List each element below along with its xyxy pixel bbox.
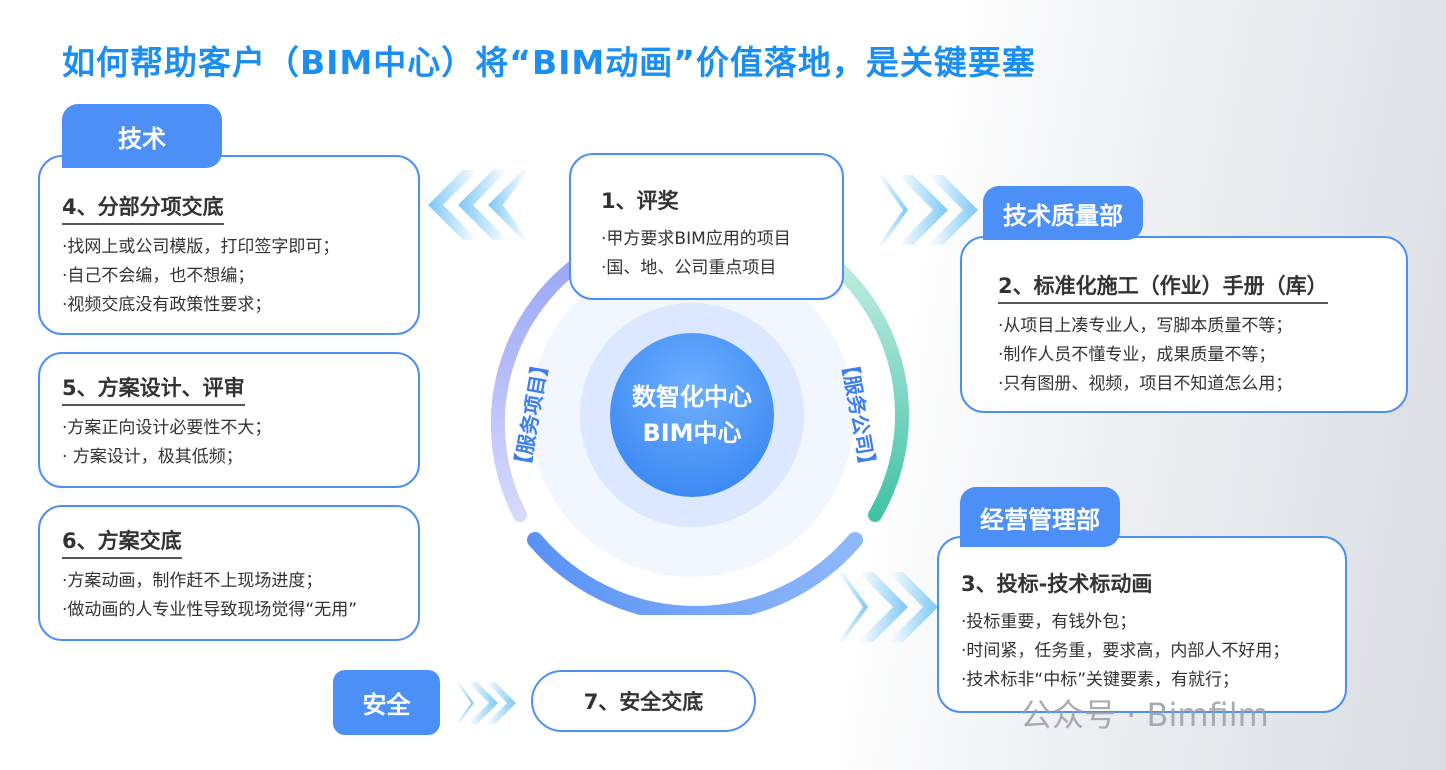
list-item: ·只有图册、视频，项目不知道怎么用；	[998, 374, 1293, 394]
box-7: 7、安全交底	[531, 670, 756, 732]
list-item: ·方案正向设计必要性不大；	[62, 418, 272, 438]
box-6-title: 6、方案交底	[62, 525, 182, 559]
box-2-title: 2、标准化施工（作业）手册（库）	[998, 270, 1328, 304]
box-5-title: 5、方案设计、评审	[62, 372, 245, 406]
list-item: ·方案动画，制作赶不上现场进度；	[62, 571, 323, 591]
tab-business-dept: 经营管理部	[960, 487, 1120, 547]
list-item: ·自己不会编，也不想编；	[62, 266, 255, 286]
box-1: 1、评奖 ·甲方要求BIM应用的项目 ·国、地、公司重点项目	[569, 153, 844, 300]
list-item: ·视频交底没有政策性要求；	[62, 295, 272, 315]
tab-safety: 安全	[333, 670, 440, 735]
chevron-right-icon	[456, 682, 516, 724]
list-item: ·时间紧，任务重，要求高，内部人不好用；	[961, 641, 1290, 661]
list-item: ·技术标非“中标”关键要素，有就行；	[961, 670, 1240, 690]
box-3: 3、投标-技术标动画 ·投标重要，有钱外包； ·时间紧，任务重，要求高，内部人不…	[937, 536, 1347, 713]
tab-quality-dept: 技术质量部	[983, 186, 1143, 240]
chevron-right-icon	[838, 572, 938, 642]
tab-tech: 技术	[62, 104, 222, 168]
list-item: ·国、地、公司重点项目	[601, 258, 777, 278]
box-7-title: 7、安全交底	[583, 690, 704, 714]
center-circle: 数智化中心 BIM中心	[610, 333, 774, 497]
chevron-right-icon	[878, 175, 978, 245]
list-item: ·做动画的人专业性导致现场觉得“无用”	[62, 600, 358, 620]
page-title: 如何帮助客户（BIM中心）将“BIM动画”价值落地，是关键要塞	[62, 43, 1036, 82]
box-6: 6、方案交底 ·方案动画，制作赶不上现场进度； ·做动画的人专业性导致现场觉得“…	[38, 505, 420, 641]
box-5: 5、方案设计、评审 ·方案正向设计必要性不大； · 方案设计，极其低频；	[38, 352, 420, 488]
list-item: ·从项目上凑专业人，写脚本质量不等；	[998, 316, 1293, 336]
box-3-title: 3、投标-技术标动画	[961, 572, 1153, 596]
box-2: 2、标准化施工（作业）手册（库） ·从项目上凑专业人，写脚本质量不等； ·制作人…	[960, 236, 1408, 413]
center-line1: 数智化中心	[632, 383, 752, 411]
list-item: ·甲方要求BIM应用的项目	[601, 229, 791, 249]
box-4: 4、分部分项交底 ·找网上或公司模版，打印签字即可； ·自己不会编，也不想编； …	[38, 155, 420, 335]
chevron-left-icon	[428, 170, 528, 240]
list-item: ·找网上或公司模版，打印签字即可；	[62, 237, 340, 257]
list-item: · 方案设计，极其低频；	[62, 447, 243, 467]
list-item: ·投标重要，有钱外包；	[961, 612, 1137, 632]
box-4-title: 4、分部分项交底	[62, 191, 224, 225]
watermark: 公众号 · Bimfilm	[1020, 696, 1269, 734]
box-1-title: 1、评奖	[601, 189, 679, 213]
center-line2: BIM中心	[642, 419, 742, 447]
list-item: ·制作人员不懂专业，成果质量不等；	[998, 345, 1276, 365]
